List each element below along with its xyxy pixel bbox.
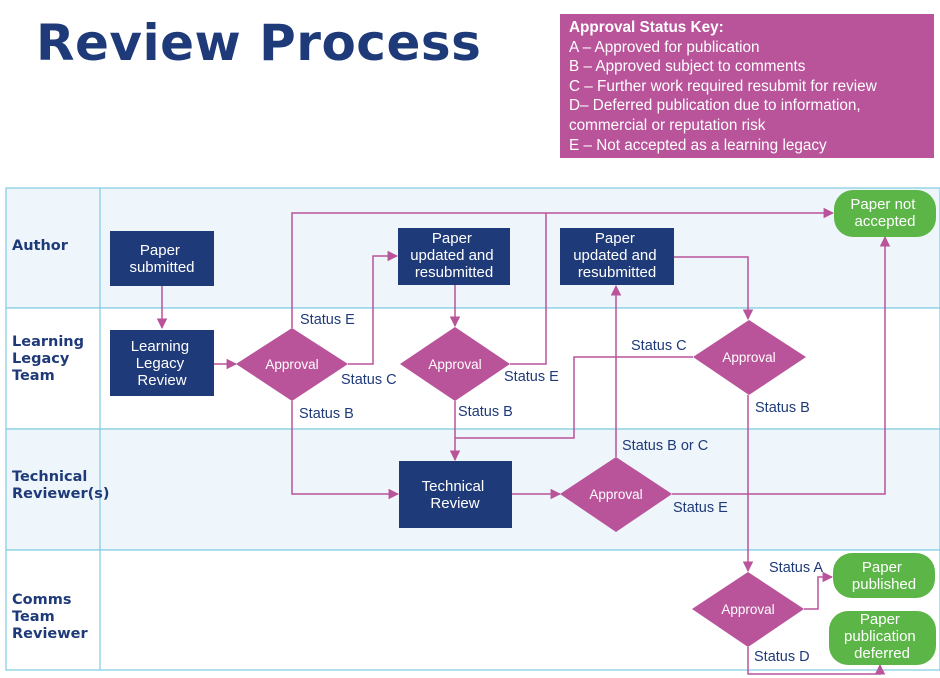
- lane-label-author: Author: [12, 238, 69, 254]
- status-label-b2: Status B: [458, 404, 513, 420]
- terminal-paper-published: Paper published: [833, 553, 935, 598]
- svg-text:Approval: Approval: [721, 602, 774, 617]
- status-label-b3: Status B: [755, 400, 810, 416]
- status-label-e3: Status E: [673, 500, 728, 516]
- arrow-approval4-status-c: [455, 356, 693, 439]
- key-line-a: A – Approved for publication: [569, 38, 760, 56]
- page-title: Review Process: [36, 14, 482, 72]
- status-label-b-or-c: Status B or C: [622, 438, 708, 454]
- lane-label-comms: Comms Team Reviewer: [12, 592, 88, 642]
- svg-text:Paper submitted: Paper submitted: [129, 242, 194, 276]
- svg-text:Learning Legacy Re: Learning Legacy Review: [131, 338, 194, 389]
- arrow-approval5-status-a: [804, 571, 834, 610]
- node-technical-review: Technical Review: [399, 461, 512, 528]
- arrow-approval2-status-e: [510, 213, 547, 365]
- status-label-e1: Status E: [300, 312, 355, 328]
- key-line-d-continued: commercial or reputation risk: [569, 116, 766, 134]
- node-paper-updated-1: Paper updated and resubmitted: [398, 228, 510, 285]
- arrow-approval1-status-b: [291, 401, 400, 500]
- svg-text:Paper publication: Paper publication deferred: [844, 611, 920, 662]
- decision-approval-2: Approval: [400, 327, 510, 401]
- node-paper-updated-2: Paper updated and resubmitted: [560, 228, 674, 285]
- decision-approval-4: Approval: [693, 320, 806, 395]
- terminal-paper-not-accepted: Paper not accepted: [834, 190, 936, 237]
- status-label-b1: Status B: [299, 406, 354, 422]
- key-line-d: D– Deferred publication due to informati…: [569, 97, 861, 115]
- arrow-approval1-status-c: [348, 250, 399, 365]
- lane-label-technical: Technical Reviewer(s): [12, 469, 110, 502]
- status-label-e2: Status E: [504, 369, 559, 385]
- decision-approval-5: Approval: [692, 572, 804, 647]
- key-line-e: E – Not accepted as a learning legacy: [569, 136, 827, 154]
- svg-text:Approval: Approval: [265, 357, 318, 372]
- svg-text:Technical Review: Technical Review: [422, 478, 489, 512]
- status-label-c1: Status C: [341, 372, 397, 388]
- svg-text:Approval: Approval: [428, 357, 481, 372]
- node-learning-legacy-review: Learning Legacy Review: [110, 330, 214, 396]
- key-line-c: C – Further work required resubmit for r…: [569, 77, 877, 95]
- svg-text:Paper not accepted: Paper not accepted: [850, 196, 919, 230]
- decision-approval-1: Approval: [236, 328, 348, 401]
- svg-text:Approval: Approval: [722, 350, 775, 365]
- svg-text:Paper published: Paper published: [852, 559, 916, 593]
- status-label-a: Status A: [769, 560, 823, 576]
- svg-text:Approval: Approval: [589, 487, 642, 502]
- arrow-approval5-status-d: [747, 647, 886, 675]
- key-title: Approval Status Key:: [569, 19, 724, 36]
- status-label-c2: Status C: [631, 338, 687, 354]
- approval-status-key: Approval Status Key: A – Approved for pu…: [560, 14, 934, 158]
- svg-text:Paper updated and: Paper updated and resubmitted: [410, 230, 498, 281]
- svg-text:Paper updated and: Paper updated and resubmitted: [573, 230, 661, 281]
- status-label-d: Status D: [754, 649, 810, 665]
- arrow-approval1-status-e: [291, 207, 835, 328]
- arrow-approval3-status-e: [672, 235, 891, 495]
- lane-label-learning-legacy: Learning Legacy Team: [12, 334, 89, 384]
- connectors: [156, 207, 891, 675]
- decision-approval-3: Approval: [560, 457, 672, 532]
- arrow-updated2-to-approval4: [674, 256, 754, 321]
- key-line-b: B – Approved subject to comments: [569, 58, 806, 76]
- node-paper-submitted: Paper submitted: [110, 231, 214, 286]
- terminal-paper-publication-deferred: Paper publication deferred: [829, 611, 936, 665]
